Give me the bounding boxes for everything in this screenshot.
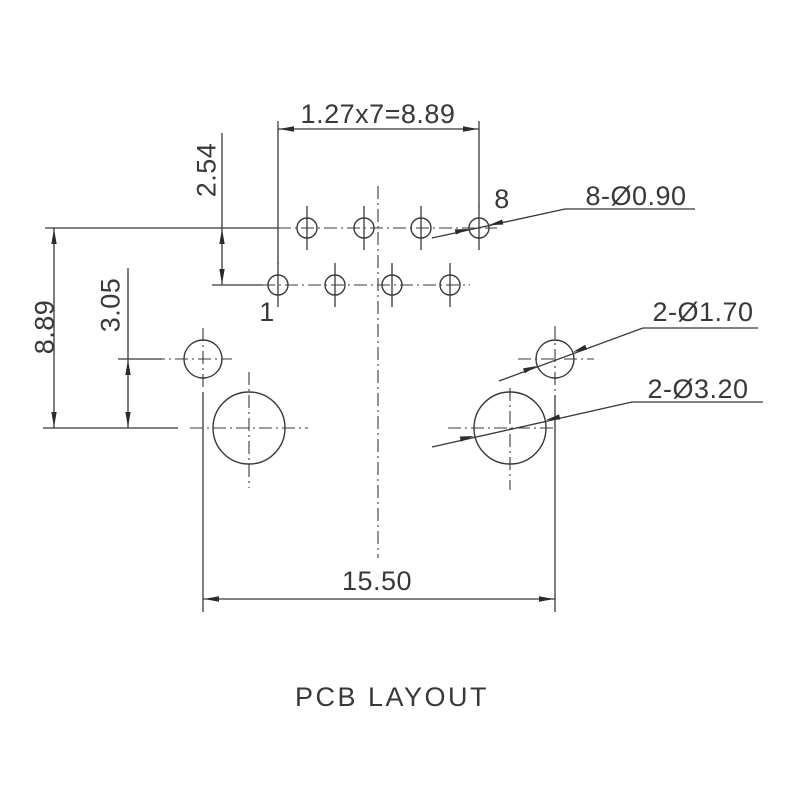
arrowhead [546,414,561,420]
dim-pin-pitch-label: 1.27x7=8.89 [301,99,456,129]
arrowhead [279,126,294,132]
callout-pin-holes-label: 8-Ø0.90 [585,181,686,211]
arrowhead [522,366,537,374]
arrowhead [51,412,57,427]
mounting-holes [212,391,547,465]
callout-mounting-holes-label: 2-Ø3.20 [647,374,748,404]
arrowhead [51,229,57,244]
callout-mounting-holes: 2-Ø3.20 [431,374,763,448]
locating-hole-right [535,339,575,379]
drawing-title: PCB LAYOUT [295,682,489,712]
locating-hole-left [183,339,223,379]
callout-locating-holes-label: 2-Ø1.70 [652,297,753,327]
arrowhead [125,360,131,375]
mounting-hole-right [473,391,547,465]
callout-locating-holes: 2-Ø1.70 [498,297,758,382]
arrowhead [459,436,474,442]
pin-number-1: 1 [259,297,275,327]
pin-holes-bottom-row [267,263,461,307]
dimension-pin-pitch: 1.27x7=8.89 [277,99,480,264]
leader-line [498,327,644,382]
pin-number-8: 8 [494,184,510,214]
dim-mount-span-label: 15.50 [342,566,412,596]
dimension-hole-offset: 3.05 [95,268,162,428]
dim-row-spacing-label: 2.54 [191,143,221,198]
arrowhead [204,596,219,602]
callout-pin-holes: 8-Ø0.90 [431,181,695,239]
dimension-overall-height: 8.89 [29,228,178,429]
locating-holes [183,339,575,379]
arrowhead [573,344,588,352]
arrowhead [454,229,469,235]
arrowhead [125,412,131,427]
mounting-hole-left [212,391,286,465]
arrowhead [539,596,554,602]
centerlines [152,186,594,558]
arrowhead [463,126,478,132]
dim-overall-height-label: 8.89 [29,300,59,355]
arrowhead [219,229,225,244]
dimension-mount-span: 15.50 [202,392,556,612]
arrowhead [489,219,504,225]
dimension-row-spacing: 2.54 [45,133,278,286]
dim-hole-offset-label: 3.05 [95,278,125,333]
arrowhead [219,269,225,284]
